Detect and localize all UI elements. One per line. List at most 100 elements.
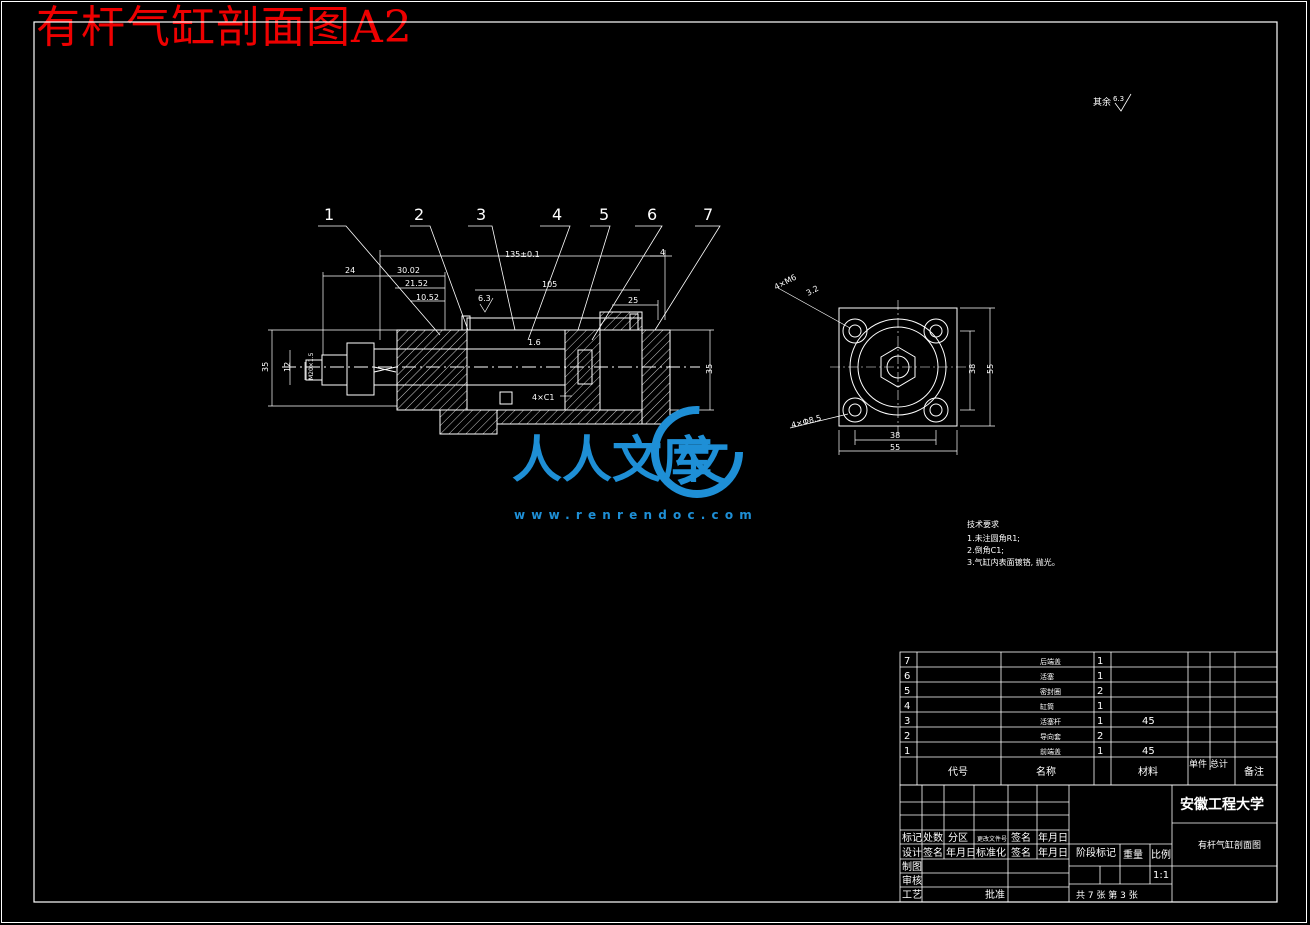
svg-text:6.3: 6.3 [1113,95,1124,103]
svg-text:3.2: 3.2 [805,284,820,298]
balloon-7: 7 [703,205,713,224]
svg-text:M20×1.5: M20×1.5 [308,352,315,380]
bom-row-name: 后端盖 [1040,657,1061,666]
section-view: 1 2 3 4 5 6 7 [261,205,721,435]
bom-row-no: 4 [904,701,910,712]
svg-text:10.52: 10.52 [416,293,439,302]
svg-text:年月日: 年月日 [1038,831,1068,844]
svg-text:年月日: 年月日 [946,846,976,859]
school-name: 安徽工程大学 [1180,796,1264,813]
balloon-6: 6 [647,205,657,224]
svg-text:标准化: 标准化 [976,846,1006,859]
title-block: 标记 处数 分区 更改文件号 签名 年月日 设计 签名 年月日 标准化 签名 年… [899,784,1278,903]
watermark: 文 人人文库 www.renrendoc.com [512,406,758,522]
bom-row-name: 活塞杆 [1040,717,1061,726]
svg-text:人人文库: 人人文库 [512,431,712,489]
bom-header-unit-total: 单件 总计 [1189,758,1228,770]
svg-text:2.倒角C1;: 2.倒角C1; [967,545,1004,555]
bom-row-qty: 1 [1097,671,1103,682]
svg-text:审核: 审核 [902,874,922,887]
svg-text:文: 文 [677,433,729,493]
svg-text:3.气缸内表面镀铬, 抛光。: 3.气缸内表面镀铬, 抛光。 [967,557,1060,567]
svg-text:1.6: 1.6 [528,338,541,347]
bom-row-qty: 1 [1097,701,1103,712]
svg-text:4×M6: 4×M6 [773,273,798,292]
svg-text:设计: 设计 [902,846,922,859]
bom-row-qty: 2 [1097,686,1103,697]
bom-row-no: 5 [904,686,910,697]
svg-text:批准: 批准 [985,888,1005,901]
bom-row-qty: 2 [1097,731,1103,742]
drawing-title: 有杆气缸剖面图A2 [36,2,413,53]
svg-text:更改文件号: 更改文件号 [977,835,1007,843]
svg-text:阶段标记: 阶段标记 [1076,846,1116,859]
svg-text:55: 55 [890,443,900,452]
svg-text:签名: 签名 [1011,846,1031,859]
bom-row-no: 7 [904,656,910,667]
bom-row-name: 缸筒 [1040,702,1054,711]
drawing-name: 有杆气缸剖面图 [1198,839,1261,851]
svg-text:105: 105 [542,280,557,289]
svg-text:处数: 处数 [923,831,943,844]
svg-text:www.renrendoc.com: www.renrendoc.com [514,508,758,522]
svg-text:12: 12 [283,362,292,372]
svg-text:135±0.1: 135±0.1 [505,250,540,259]
svg-text:35: 35 [261,362,270,372]
svg-text:年月日: 年月日 [1038,846,1068,859]
svg-text:55: 55 [986,364,995,374]
bom-row-no: 1 [904,746,910,757]
svg-text:签名: 签名 [923,846,943,859]
svg-text:比例: 比例 [1151,848,1171,861]
svg-text:分区: 分区 [948,832,968,844]
svg-text:38: 38 [968,364,977,374]
svg-text:35: 35 [705,364,714,374]
end-view [777,287,995,455]
bom-row-no: 2 [904,731,910,742]
svg-text:6.3: 6.3 [478,294,491,303]
svg-text:4×C1: 4×C1 [532,393,554,402]
svg-text:4×Φ8.5: 4×Φ8.5 [790,413,822,430]
svg-text:技术要求: 技术要求 [967,519,999,529]
bom-header-code: 代号 [948,766,968,778]
bom-row-qty: 1 [1097,656,1103,667]
balloon-1: 1 [324,205,334,224]
watermark-logo-icon [651,406,743,498]
balloon-5: 5 [599,205,609,224]
svg-text:24: 24 [345,266,355,275]
svg-text:工艺: 工艺 [902,889,922,901]
svg-text:重量: 重量 [1123,848,1143,861]
svg-text:4: 4 [660,248,665,257]
svg-text:签名: 签名 [1011,831,1031,844]
balloon-2: 2 [414,205,424,224]
bom-row-material: 45 [1142,716,1155,727]
svg-text:38: 38 [890,431,900,440]
inner-frame [33,21,1278,903]
svg-text:制图: 制图 [902,860,922,873]
bom-row-no: 3 [904,716,910,727]
bom-row-name: 活塞 [1040,672,1054,681]
bom-table: 7 后端盖 1 6 活塞 1 5 密封圈 2 4 缸筒 1 3 活塞杆 1 45 2 导向套 2 1 前端盖 1 45 代号… [899,651,1278,786]
tech-notes: 技术要求 1.未注圆角R1; 2.倒角C1; 3.气缸内表面镀铬, 抛光。 [967,519,1060,567]
balloon-3: 3 [476,205,486,224]
roughness-note: 其余 6.3 [1093,93,1132,112]
bom-row-name: 导向套 [1040,732,1061,741]
svg-text:25: 25 [628,296,638,305]
bom-row-name: 前端盖 [1040,747,1061,756]
bom-row-material: 45 [1142,746,1155,757]
bom-header-name: 名称 [1036,765,1056,778]
balloon-4: 4 [552,205,562,224]
svg-text:1:1: 1:1 [1153,870,1169,881]
svg-text:其余: 其余 [1093,96,1111,108]
bom-header-material: 材料 [1138,765,1158,778]
svg-text:21.52: 21.52 [405,279,428,288]
bom-row-qty: 1 [1097,746,1103,757]
bom-row-name: 密封圈 [1040,687,1061,696]
svg-text:共 7 张 第 3 张: 共 7 张 第 3 张 [1076,889,1138,901]
svg-text:30.02: 30.02 [397,266,420,275]
svg-text:标记: 标记 [902,832,922,844]
bom-row-no: 6 [904,671,910,682]
bom-row-qty: 1 [1097,716,1103,727]
bom-header-remark: 备注 [1244,765,1264,778]
